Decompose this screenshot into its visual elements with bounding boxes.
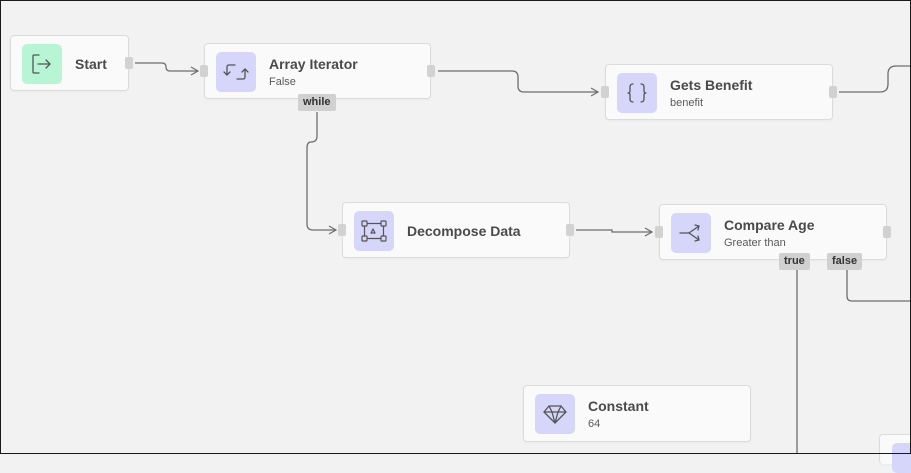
branch-icon [671, 213, 711, 253]
node-title: Array Iterator [269, 56, 358, 72]
braces-icon [617, 73, 657, 113]
node-compare-age[interactable]: Compare Age Greater than [659, 204, 887, 260]
input-port[interactable] [601, 86, 609, 98]
partial-icon-box [892, 443, 911, 473]
edge-label-true[interactable]: true [779, 253, 810, 270]
node-title: Compare Age [724, 217, 815, 233]
enter-icon [22, 44, 62, 84]
edge-label-false[interactable]: false [827, 253, 863, 270]
node-constant[interactable]: Constant 64 [523, 385, 751, 442]
node-title: Start [75, 56, 107, 72]
decompose-icon [354, 211, 394, 251]
edge-false-out [846, 270, 911, 302]
edge-layer [135, 62, 911, 454]
diamond-icon [535, 394, 575, 434]
input-port[interactable] [655, 226, 663, 238]
node-title: Decompose Data [407, 223, 521, 239]
edge-label-while[interactable]: while [298, 94, 336, 111]
edge-decompose-to-compare [576, 227, 654, 237]
node-partial-offscreen[interactable] [879, 434, 911, 473]
output-port[interactable] [883, 226, 891, 238]
loop-arrows-icon [216, 52, 256, 92]
edge-start-to-iterator [135, 62, 200, 76]
node-subtitle: 64 [588, 418, 601, 430]
node-subtitle: False [269, 76, 296, 88]
node-start[interactable]: Start [10, 35, 129, 91]
input-port[interactable] [338, 224, 346, 236]
edge-gets-benefit-out [839, 65, 911, 93]
edge-iterator-to-gets-benefit [438, 70, 600, 97]
node-gets-benefit[interactable]: Gets Benefit benefit [605, 64, 833, 120]
output-port[interactable] [829, 86, 837, 98]
node-title: Gets Benefit [670, 77, 753, 93]
node-array-iterator[interactable]: Array Iterator False [204, 43, 431, 99]
output-port[interactable] [427, 65, 435, 77]
edge-while-to-decompose [306, 112, 338, 235]
output-port[interactable] [125, 57, 133, 69]
input-port[interactable] [200, 65, 208, 77]
node-subtitle: Greater than [724, 237, 786, 249]
node-decompose-data[interactable]: Decompose Data [342, 202, 570, 258]
output-port[interactable] [566, 224, 574, 236]
node-subtitle: benefit [670, 97, 704, 109]
node-title: Constant [588, 398, 649, 414]
